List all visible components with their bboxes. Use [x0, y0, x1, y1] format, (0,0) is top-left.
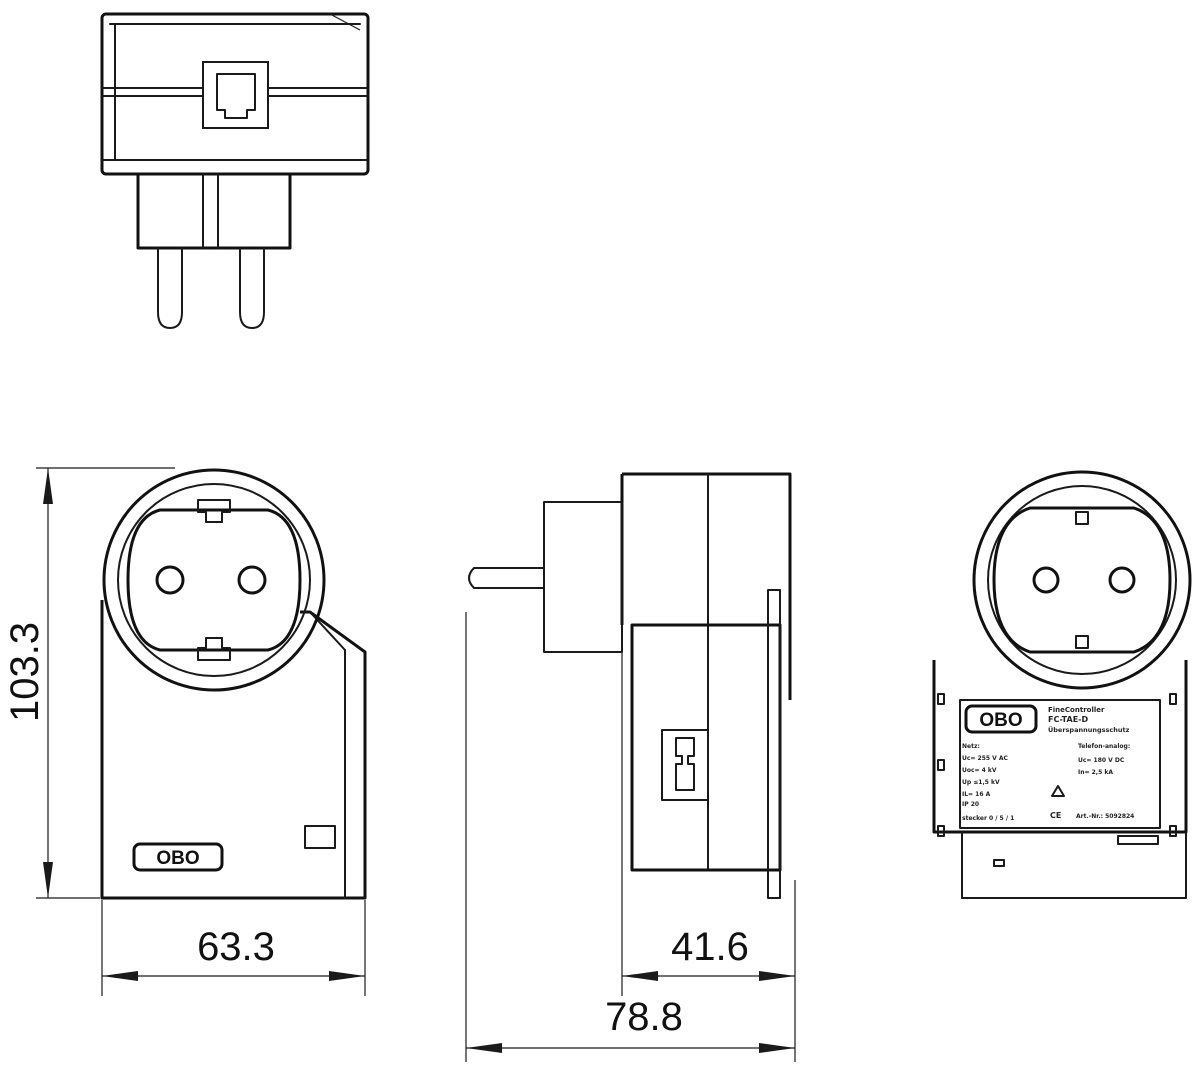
height-label: 103.3: [3, 622, 47, 722]
label-right-0: Telefon-analog:: [1078, 743, 1130, 750]
label-right-2: In= 2,5 kA: [1078, 769, 1113, 776]
back-view: OBO FineController FC-TAE-D Überspannung…: [932, 470, 1192, 899]
label-left-6: stecker 0 / 5 / 1: [962, 815, 1014, 822]
label-left-0: Netz:: [962, 743, 980, 750]
width-label: 63.3: [197, 925, 275, 969]
label-model: FC-TAE-D: [1048, 715, 1088, 724]
label-left-3: Up ≤1,5 kV: [962, 779, 1000, 786]
dimension-height: 103.3: [3, 467, 175, 899]
dimension-depth-total: 78.8: [465, 612, 795, 1062]
dimension-width: 63.3: [101, 900, 366, 996]
logo-front: OBO: [156, 848, 199, 869]
label-left-5: IP 20: [962, 801, 979, 808]
label-description: Überspannungsschutz: [1048, 725, 1130, 734]
warning-triangle-icon: [1051, 785, 1065, 797]
dimension-depth-body: 41.6: [621, 640, 796, 1062]
telephone-port-icon: [202, 61, 269, 129]
label-left-1: Uc= 255 V AC: [962, 755, 1009, 762]
label-right-1: Uc= 180 V DC: [1078, 757, 1125, 764]
label-ce: CE: [1050, 811, 1061, 820]
logo-label: OBO: [979, 710, 1022, 731]
front-view: OBO: [100, 468, 367, 900]
side-view: [468, 472, 792, 899]
label-product-line: FineController: [1048, 706, 1105, 714]
depth-total-label: 78.8: [605, 995, 683, 1039]
label-art-no: Art.-Nr.: 5092824: [1076, 813, 1134, 820]
top-view: [100, 12, 370, 329]
depth-body-label: 41.6: [671, 925, 749, 969]
label-left-2: Uoc= 4 kV: [962, 767, 997, 774]
label-left-4: IL= 16 A: [962, 791, 991, 798]
